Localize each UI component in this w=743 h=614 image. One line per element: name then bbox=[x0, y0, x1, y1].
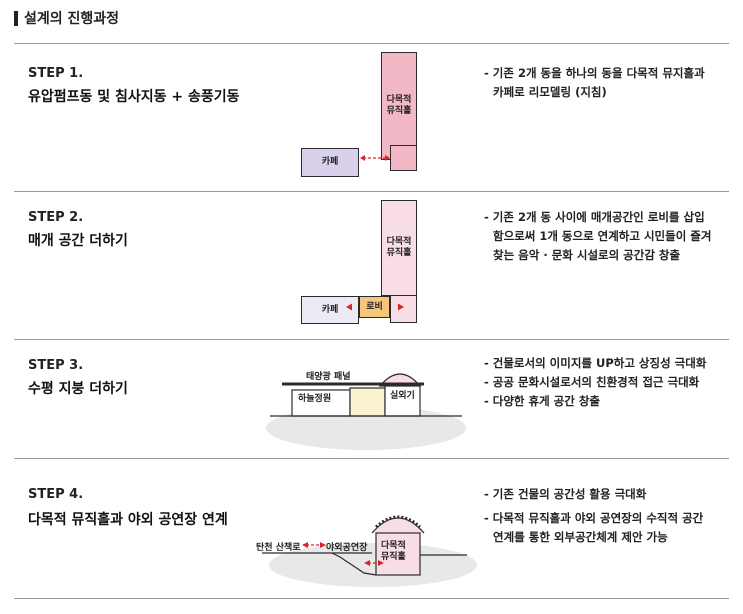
double-arrow-icon bbox=[360, 155, 390, 161]
annex-block bbox=[390, 145, 417, 171]
block-label: 카페 bbox=[321, 157, 339, 167]
building-elevation bbox=[270, 373, 462, 417]
divider bbox=[14, 43, 729, 44]
step-description: - 기존 2개 동을 하나의 동을 다목적 뮤지홀과 카페로 리모델링 (지침) bbox=[484, 64, 734, 102]
solar-panel-label: 태양광 패널 bbox=[306, 372, 351, 382]
block-label: 다목적 bbox=[386, 95, 412, 105]
header-bar bbox=[14, 10, 18, 26]
step-number: STEP 2. bbox=[28, 210, 84, 225]
desc-line: 함으로써 1개 동으로 연계하고 시민들이 즐겨 bbox=[493, 229, 712, 243]
annex-block bbox=[390, 295, 417, 323]
block-label: 로비 bbox=[366, 301, 383, 312]
divider bbox=[14, 598, 729, 599]
desc-line: - 공공 문화시설로서의 친환경적 접근 극대화 bbox=[484, 375, 700, 389]
block-label: 뮤직홀 bbox=[386, 248, 412, 258]
section-header: 설계의 진행과정 bbox=[14, 8, 119, 28]
music-hall-label: 다목적 뮤직홀 bbox=[381, 541, 406, 563]
divider bbox=[14, 191, 729, 192]
step-title: 유압펌프동 및 침사지동 + 송풍기동 bbox=[28, 89, 240, 105]
divider bbox=[14, 458, 729, 459]
desc-line: 연계를 통한 외부공간체계 제안 가능 bbox=[493, 530, 668, 544]
desc-line: - 기존 2개 동 사이에 매개공간인 로비를 삽입 bbox=[484, 210, 705, 224]
step-number: STEP 4. bbox=[28, 487, 84, 502]
step-4: STEP 4. 다목적 뮤직홀과 야외 공연장 연계 탄천 산책로 야외공연장 … bbox=[0, 459, 743, 596]
double-arrow-icon bbox=[346, 303, 404, 311]
outdoor-stage-label: 야외공연장 bbox=[326, 543, 368, 553]
step-title: 매개 공간 더하기 bbox=[28, 233, 128, 249]
block-label: 카페 bbox=[321, 304, 339, 315]
step-3: STEP 3. 수평 지붕 더하기 태양광 패널 하늘정원 실외기 - 건물로서… bbox=[0, 340, 743, 458]
block-label: 다목적 bbox=[386, 237, 412, 247]
desc-line: - 다양한 휴게 공간 창출 bbox=[484, 394, 601, 408]
block-label: 뮤직홀 bbox=[381, 552, 406, 562]
step-description: - 건물로서의 이미지를 UP하고 상징성 극대화 - 공공 문화시설로서의 친… bbox=[484, 354, 734, 411]
outdoor-unit-label: 실외기 bbox=[390, 391, 415, 401]
step-description: - 기존 건물의 공간성 활용 극대화 - 다목적 뮤직홀과 야외 공연장의 수… bbox=[484, 485, 734, 547]
cafe-block: 카페 bbox=[301, 296, 359, 324]
building-section bbox=[262, 515, 467, 576]
step-number: STEP 3. bbox=[28, 358, 84, 373]
desc-line: 카페로 리모델링 (지침) bbox=[493, 85, 607, 99]
step-number: STEP 1. bbox=[28, 66, 84, 81]
step-title: 다목적 뮤직홀과 야외 공연장 연계 bbox=[28, 512, 228, 528]
lobby-block: 로비 bbox=[359, 296, 390, 318]
trail-label: 탄천 산책로 bbox=[256, 543, 301, 553]
ground-shadow bbox=[269, 543, 477, 587]
step-title: 수평 지붕 더하기 bbox=[28, 381, 128, 397]
desc-line: - 건물로서의 이미지를 UP하고 상징성 극대화 bbox=[484, 356, 707, 370]
desc-line: - 기존 건물의 공간성 활용 극대화 bbox=[484, 487, 647, 501]
ground-shadow bbox=[266, 406, 466, 450]
desc-line: - 다목적 뮤직홀과 야외 공연장의 수직적 공간 bbox=[484, 511, 704, 525]
desc-line: - 기존 2개 동을 하나의 동을 다목적 뮤지홀과 bbox=[484, 66, 705, 80]
desc-line: 찾는 음악 · 문화 시설로의 공간감 창출 bbox=[493, 248, 681, 262]
block-label: 뮤직홀 bbox=[386, 106, 412, 116]
step-description: - 기존 2개 동 사이에 매개공간인 로비를 삽입 함으로써 1개 동으로 연… bbox=[484, 208, 734, 265]
header-title: 설계의 진행과정 bbox=[24, 11, 120, 27]
block-label: 다목적 bbox=[381, 541, 406, 551]
cafe-block: 카페 bbox=[301, 148, 359, 177]
divider bbox=[14, 339, 729, 340]
sky-garden-label: 하늘정원 bbox=[298, 394, 332, 404]
